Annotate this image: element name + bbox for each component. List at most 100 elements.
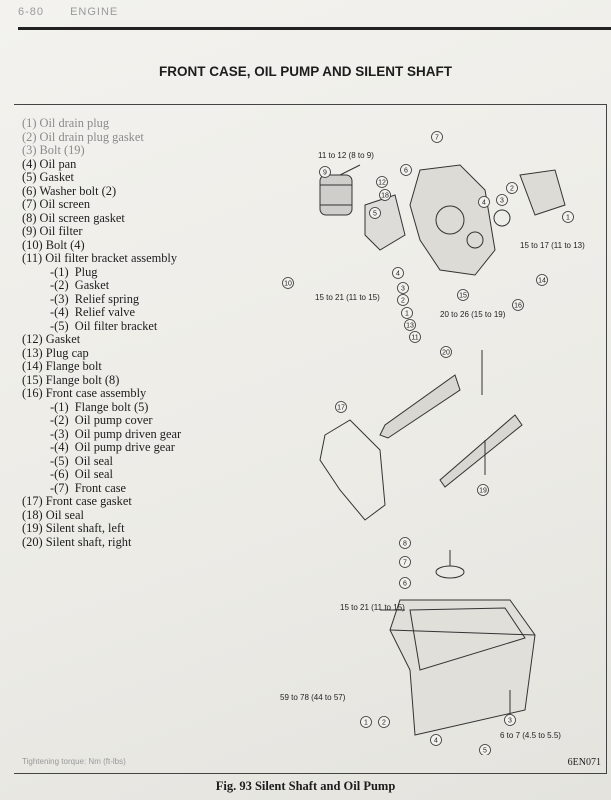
svg-text:6: 6 [403, 581, 407, 588]
svg-text:1: 1 [405, 311, 409, 318]
part-item: (2) Oil drain plug gasket [22, 129, 144, 144]
part-callout: 3 [496, 194, 508, 206]
part-item: (12) Gasket [22, 332, 81, 346]
torque-label: 59 to 78 (44 to 57) [280, 693, 346, 702]
page-number: 6-80 [18, 6, 45, 18]
figure-caption: Fig. 93 Silent Shaft and Oil Pump [215, 779, 396, 793]
part-callout: 14 [536, 274, 548, 286]
part-item: (10) Bolt (4) [22, 237, 85, 252]
part-item: -(4) Oil pump drive gear [50, 440, 175, 454]
part-item: (7) Oil screen [22, 197, 91, 211]
figure-code: 6EN071 [567, 757, 601, 768]
svg-text:16: 16 [514, 303, 522, 310]
part-item: (13) Plug cap [22, 345, 89, 360]
svg-text:12: 12 [378, 180, 386, 187]
torque-footnote: Tightening torque: Nm (ft-lbs) [22, 757, 126, 766]
part-callout: 11 [409, 331, 421, 343]
part-item: (18) Oil seal [22, 507, 84, 522]
part-item: (9) Oil filter [22, 224, 83, 238]
svg-text:13: 13 [406, 323, 414, 330]
svg-text:7: 7 [403, 560, 407, 567]
part-item: -(3) Oil pump driven gear [50, 426, 182, 441]
part-item: (16) Front case assembly [22, 386, 147, 400]
part-callout: 3 [504, 714, 516, 726]
svg-text:2: 2 [510, 186, 514, 193]
part-item: -(7) Front case [50, 480, 127, 495]
part-callout: 6 [400, 164, 412, 176]
header-rule [18, 27, 611, 30]
torque-label: 20 to 26 (15 to 19) [440, 310, 506, 319]
part-callout: 13 [404, 319, 416, 331]
part-callout: 8 [399, 537, 411, 549]
part-item: (19) Silent shaft, left [22, 521, 125, 535]
running-header: 6-80 ENGINE [18, 6, 140, 18]
part-item: (1) Oil drain plug [22, 116, 110, 130]
part-item: (14) Flange bolt [22, 359, 102, 373]
part-callout: 3 [397, 282, 409, 294]
part-callout: 12 [376, 176, 388, 188]
svg-text:15: 15 [459, 293, 467, 300]
part-callout: 2 [397, 294, 409, 306]
part-callout: 2 [506, 182, 518, 194]
svg-text:3: 3 [500, 198, 504, 205]
torque-label: 15 to 17 (11 to 13) [520, 241, 585, 250]
svg-text:5: 5 [373, 211, 377, 218]
svg-text:4: 4 [482, 200, 486, 207]
part-item: (15) Flange bolt (8) [22, 372, 120, 387]
part-item: -(5) Oil filter bracket [50, 318, 158, 333]
part-callout: 20 [440, 346, 452, 358]
page-title: FRONT CASE, OIL PUMP AND SILENT SHAFT [158, 64, 452, 79]
part-item: (8) Oil screen gasket [22, 210, 125, 225]
part-callout: 9 [319, 166, 331, 178]
svg-text:14: 14 [538, 278, 546, 285]
part-callout: 5 [479, 744, 491, 755]
torque-label: 15 to 21 (11 to 15) [315, 293, 380, 302]
part-callout: 5 [369, 207, 381, 219]
parts-list: (1) Oil drain plug(2) Oil drain plug gas… [22, 116, 182, 549]
svg-text:7: 7 [435, 135, 439, 142]
part-callout: 7 [399, 556, 411, 568]
svg-text:4: 4 [396, 271, 400, 278]
part-item: -(1) Plug [50, 264, 98, 279]
svg-text:8: 8 [403, 541, 407, 548]
part-callout: 15 [457, 289, 469, 301]
figure-frame [14, 104, 607, 774]
svg-text:3: 3 [401, 286, 405, 293]
part-callout: 1 [401, 307, 413, 319]
part-callout: 4 [430, 734, 442, 746]
svg-text:3: 3 [508, 718, 512, 725]
exploded-diagram: 11 to 12 (8 to 9)15 to 17 (11 to 13)15 t… [280, 131, 585, 755]
part-item: -(5) Oil seal [50, 453, 113, 468]
svg-text:18: 18 [381, 193, 389, 200]
part-callout: 1 [360, 716, 372, 728]
part-callout: 7 [431, 131, 443, 143]
part-item: -(3) Relief spring [50, 291, 140, 306]
part-callout: 18 [379, 189, 391, 201]
part-item: -(2) Gasket [50, 278, 110, 292]
part-item: (11) Oil filter bracket assembly [22, 251, 178, 265]
torque-label: 6 to 7 (4.5 to 5.5) [500, 731, 561, 740]
svg-text:1: 1 [566, 215, 570, 222]
part-callout: 16 [512, 299, 524, 311]
part-callout: 1 [562, 211, 574, 223]
svg-text:2: 2 [382, 720, 386, 727]
part-callout: 10 [282, 277, 294, 289]
part-item: -(6) Oil seal [50, 467, 113, 481]
svg-text:1: 1 [364, 720, 368, 727]
part-item: (3) Bolt (19) [22, 143, 85, 157]
part-callout: 4 [478, 196, 490, 208]
svg-text:17: 17 [337, 405, 345, 412]
part-callout: 6 [399, 577, 411, 589]
part-item: (17) Front case gasket [22, 494, 132, 508]
part-callout: 2 [378, 716, 390, 728]
svg-text:10: 10 [284, 281, 292, 288]
part-item: (20) Silent shaft, right [22, 534, 132, 549]
part-item: (5) Gasket [22, 170, 74, 184]
svg-text:6: 6 [404, 168, 408, 175]
svg-text:19: 19 [479, 488, 487, 495]
part-item: (4) Oil pan [22, 156, 77, 171]
part-callout: 19 [477, 484, 489, 496]
part-item: -(4) Relief valve [50, 305, 135, 319]
torque-label: 15 to 21 (11 to 15) [340, 603, 405, 612]
